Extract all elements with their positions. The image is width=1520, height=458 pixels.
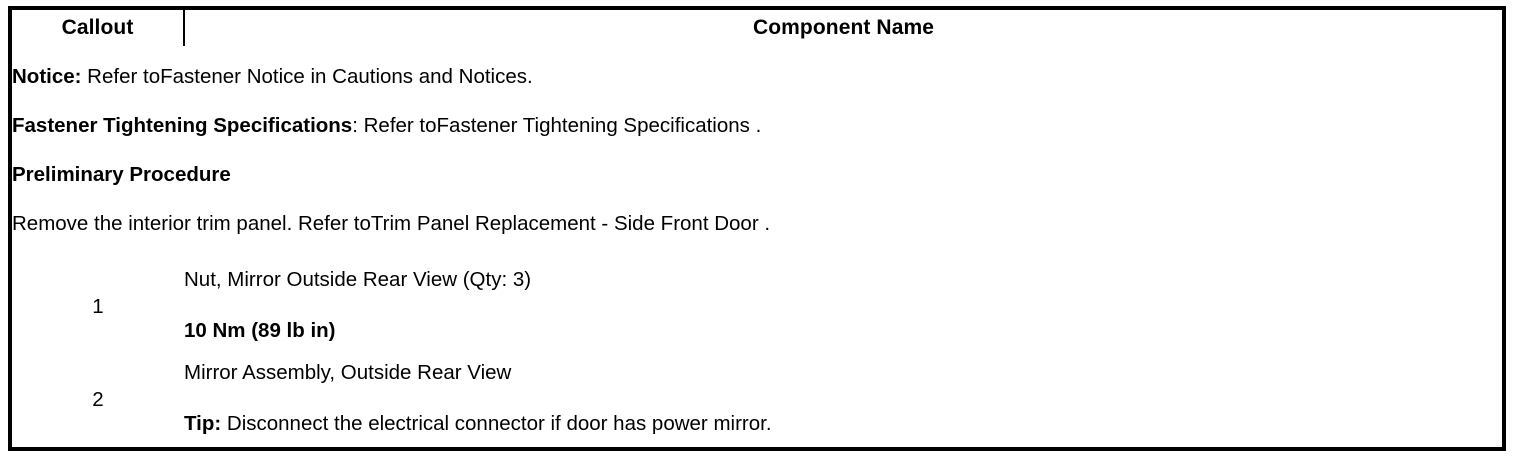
preliminary-procedure-heading: Preliminary Procedure bbox=[12, 163, 231, 187]
table-row: 1 Nut, Mirror Outside Rear View (Qty: 3)… bbox=[12, 260, 1502, 353]
notice-line: Notice: Refer toFastener Notice in Cauti… bbox=[12, 65, 1502, 89]
notice-block-row: Notice: Refer toFastener Notice in Cauti… bbox=[12, 46, 1502, 260]
component-name-cell: Nut, Mirror Outside Rear View (Qty: 3) 1… bbox=[184, 260, 1502, 353]
table-row: 2 Mirror Assembly, Outside Rear View Tip… bbox=[12, 354, 1502, 448]
preliminary-procedure-text: Remove the interior trim panel. Refer to… bbox=[12, 211, 771, 235]
component-name-cell: Mirror Assembly, Outside Rear View Tip: … bbox=[184, 354, 1502, 448]
tip-text: Disconnect the electrical connector if d… bbox=[221, 412, 772, 436]
fastener-spec-label: Fastener Tightening Specifications bbox=[12, 114, 353, 138]
callout-number: 2 bbox=[92, 388, 104, 412]
notice-block-cell: Notice: Refer toFastener Notice in Cauti… bbox=[12, 46, 1502, 260]
column-header-component-name: Component Name bbox=[752, 16, 935, 39]
torque-specification: 10 Nm (89 lb in) bbox=[184, 318, 336, 342]
component-name-primary: Nut, Mirror Outside Rear View (Qty: 3) bbox=[184, 267, 532, 291]
fastener-spec-text: : Refer toFastener Tightening Specificat… bbox=[352, 114, 762, 138]
fastener-spec-line: Fastener Tightening Specifications: Refe… bbox=[12, 114, 1502, 138]
notice-label: Notice: bbox=[12, 65, 82, 89]
component-name-primary: Mirror Assembly, Outside Rear View bbox=[184, 361, 512, 385]
tip-label: Tip: bbox=[184, 412, 222, 436]
column-header-callout: Callout bbox=[12, 10, 185, 46]
component-callout-table: Callout Component Name Notice: Refer toF… bbox=[12, 10, 1502, 447]
callout-number: 1 bbox=[92, 294, 104, 318]
notice-text: Refer toFastener Notice in Cautions and … bbox=[81, 65, 533, 89]
spec-table-container: Callout Component Name Notice: Refer toF… bbox=[8, 6, 1506, 451]
tip-line: Tip: Disconnect the electrical connector… bbox=[184, 412, 1502, 436]
table-header-row: Callout Component Name bbox=[12, 10, 1502, 46]
